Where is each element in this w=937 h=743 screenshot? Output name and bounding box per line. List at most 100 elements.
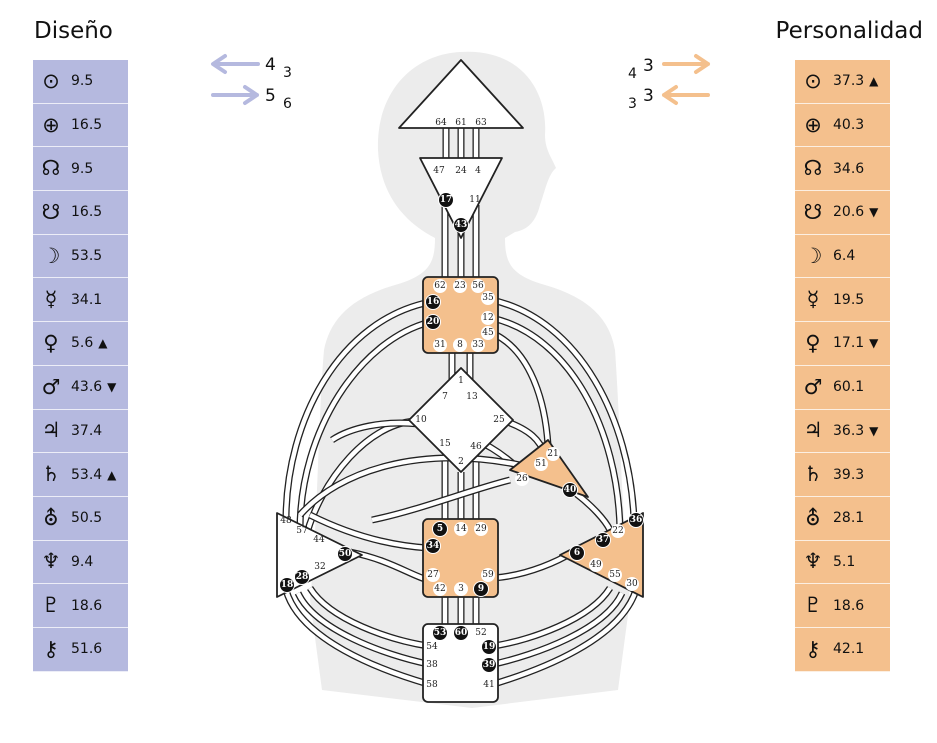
planet-value: 37.3 xyxy=(833,73,865,90)
gate-label: 38 xyxy=(426,660,438,670)
personality-uranus-row: ⛢28.1 xyxy=(795,496,890,541)
gate-22: 22 xyxy=(611,524,625,538)
design-venus-row: ♀5.6▲ xyxy=(33,322,128,366)
arrow-down-icon: ▼ xyxy=(107,380,117,395)
gate-label: 31 xyxy=(434,340,445,350)
personality-top-arrow: 4 3 xyxy=(628,54,710,82)
planet-value: 17.1 xyxy=(833,335,865,352)
design-bottom-arrow-digit2: 6 xyxy=(283,96,292,112)
gate-20: 20 xyxy=(425,314,441,330)
gate-label: 10 xyxy=(415,415,427,425)
gate-37: 37 xyxy=(595,532,611,548)
sun-icon: ⊙ xyxy=(42,68,60,93)
design-neptune-row: ♆ 9.4 xyxy=(33,540,128,585)
gate-label: 63 xyxy=(475,118,487,128)
gate-32: 32 xyxy=(314,562,325,572)
planet-value: 60.1 xyxy=(833,379,865,396)
gate-label: 6 xyxy=(574,548,580,558)
planet-value: 36.3 xyxy=(833,422,865,439)
gate-21: 21 xyxy=(546,447,560,461)
channel-heart-sacral xyxy=(371,476,511,524)
gate-8: 8 xyxy=(453,338,467,352)
personality-top-arrow-digit1: 4 xyxy=(628,66,637,82)
gate-label: 5 xyxy=(437,524,443,534)
gate-label: 19 xyxy=(483,642,496,652)
gate-56: 56 xyxy=(471,279,485,293)
saturn-icon: ♄ xyxy=(803,462,823,487)
channel-throat-sp-35 xyxy=(491,296,638,521)
gate-12: 12 xyxy=(481,311,495,325)
gate-label: 39 xyxy=(483,660,496,670)
personality-jupiter-row: ♃36.3▼ xyxy=(795,409,890,454)
gate-label: 46 xyxy=(470,442,482,452)
sun-icon: ⊙ xyxy=(804,68,822,93)
personality-north-node-row: ☊34.6 xyxy=(795,147,890,192)
gate-5: 5 xyxy=(432,521,448,537)
gate-6: 6 xyxy=(569,545,585,561)
gate-label: 27 xyxy=(427,570,439,580)
saturn-icon: ♄ xyxy=(41,462,61,487)
arrow-down-icon: ▼ xyxy=(869,423,879,438)
design-top-arrow-digit1: 4 xyxy=(265,55,276,75)
planet-value: 43.6 xyxy=(71,379,103,396)
gate-label: 7 xyxy=(442,392,448,402)
gate-label: 13 xyxy=(466,392,478,402)
gate-label: 37 xyxy=(597,535,610,545)
gate-9: 9 xyxy=(473,581,489,597)
gate-label: 4 xyxy=(475,166,481,176)
gate-label: 8 xyxy=(457,340,463,350)
g-center xyxy=(408,367,514,473)
gate-17: 17 xyxy=(438,192,454,208)
gate-24: 24 xyxy=(455,166,467,176)
mars-icon: ♂ xyxy=(803,374,823,399)
gate-label: 59 xyxy=(482,570,494,580)
venus-icon: ♀ xyxy=(805,330,821,355)
personality-top-arrow-digit2: 3 xyxy=(643,56,654,76)
gate-label: 44 xyxy=(313,535,325,545)
neptune-icon: ♆ xyxy=(41,549,61,574)
mars-icon: ♂ xyxy=(41,374,61,399)
design-pluto-row: ♇18.6 xyxy=(33,584,128,628)
planet-value: 16.5 xyxy=(71,117,103,134)
gate-label: 50 xyxy=(339,549,352,559)
gate-label: 33 xyxy=(472,340,484,350)
design-earth-row: ⊕16.5 xyxy=(33,103,128,148)
personality-earth-row: ⊕40.3 xyxy=(795,103,890,148)
personality-chiron-row: ⚷42.1 xyxy=(795,627,890,672)
gate-label: 56 xyxy=(472,281,484,291)
gate-7: 7 xyxy=(442,392,448,402)
personality-neptune-row: ♆5.1 xyxy=(795,540,890,585)
south-node-icon: ☋ xyxy=(803,199,823,224)
channel-spleen-sp-arc xyxy=(297,454,614,532)
design-mercury-row: ☿34.1 xyxy=(33,278,128,323)
gate-label: 12 xyxy=(482,313,493,323)
gate-label: 36 xyxy=(630,515,643,525)
design-north-node-row: ☊9.5 xyxy=(33,147,128,192)
gate-36: 36 xyxy=(628,512,644,528)
gate-label: 34 xyxy=(427,541,440,551)
gate-label: 21 xyxy=(547,449,558,459)
gate-label: 57 xyxy=(296,526,308,536)
gate-label: 20 xyxy=(427,317,440,327)
planet-value: 9.4 xyxy=(71,553,94,570)
design-south-node-row: ☋16.5 xyxy=(33,191,128,235)
gate-16: 16 xyxy=(425,294,441,310)
gate-label: 29 xyxy=(475,524,487,534)
planet-value: 20.6 xyxy=(833,204,865,221)
personality-saturn-row: ♄39.3 xyxy=(795,453,890,497)
personality-bottom-arrow-digit1: 3 xyxy=(628,96,637,112)
gate-label: 24 xyxy=(455,166,467,176)
gate-34: 34 xyxy=(425,538,441,554)
chiron-icon: ⚷ xyxy=(805,636,821,661)
gate-label: 64 xyxy=(435,118,447,128)
gate-33: 33 xyxy=(471,338,485,352)
gate-label: 14 xyxy=(455,524,467,534)
gate-label: 15 xyxy=(439,439,451,449)
planet-value: 34.6 xyxy=(833,160,865,177)
gate-label: 60 xyxy=(455,628,468,638)
gate-label: 16 xyxy=(427,297,440,307)
gate-11: 11 xyxy=(469,195,480,205)
gate-29: 29 xyxy=(474,522,488,536)
uranus-icon: ⛢ xyxy=(805,505,821,530)
